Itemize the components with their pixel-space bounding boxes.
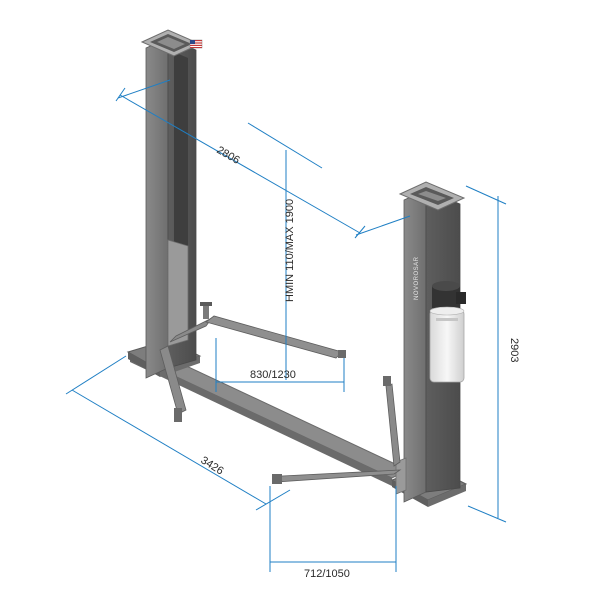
dimension-base-length: 3426 [198,454,225,477]
left-column [126,29,202,379]
dimension-total-height: 2903 [508,338,520,362]
oil-tank [429,306,465,383]
left-arms [159,302,346,422]
column-brand-label: NOVOROSAR [414,256,420,300]
dimension-lift-height: HMIN 110/MAX 1900 [284,199,296,302]
dimension-arm-reach-long: 830/1230 [250,369,296,381]
us-flag-icon [189,39,203,49]
dimension-arm-reach-short: 712/1050 [304,568,350,580]
dimension-column-spacing: 2806 [215,144,242,167]
power-unit [432,281,466,308]
right-arms [272,376,402,484]
dimension-lines [65,79,507,572]
